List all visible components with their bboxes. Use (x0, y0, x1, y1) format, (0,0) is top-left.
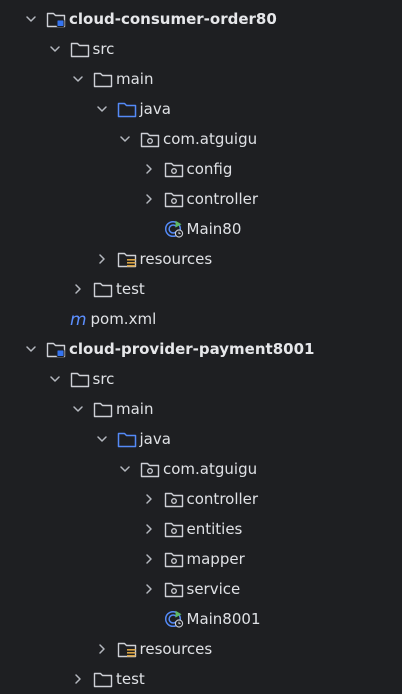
project-tree: cloud-consumer-order80 src main java com… (0, 4, 402, 694)
chevron-right-icon[interactable] (95, 252, 109, 266)
tree-node-cloud-provider-payment8001[interactable]: cloud-provider-payment8001 (0, 334, 402, 364)
chevron-down-icon[interactable] (48, 42, 62, 56)
folder-icon (93, 670, 113, 688)
tree-node-pom-xml[interactable]: m pom.xml (0, 304, 402, 334)
folder-icon (93, 70, 113, 88)
tree-node-java[interactable]: java (0, 424, 402, 454)
chevron-right-icon[interactable] (142, 582, 156, 596)
tree-node-test[interactable]: test (0, 664, 402, 694)
tree-node-label: mapper (186, 550, 245, 568)
tree-node-service[interactable]: service (0, 574, 402, 604)
tree-node-label: controller (186, 190, 259, 208)
tree-node-label: cloud-provider-payment8001 (69, 340, 315, 358)
tree-node-label: pom.xml (90, 310, 157, 328)
resources-folder-icon (117, 640, 137, 658)
tree-node-label: src (92, 40, 115, 58)
package-icon (164, 550, 184, 568)
tree-node-label: config (186, 160, 233, 178)
package-icon (164, 160, 184, 178)
tree-node-label: src (92, 370, 115, 388)
tree-node-config[interactable]: config (0, 154, 402, 184)
chevron-right-icon[interactable] (142, 192, 156, 206)
tree-node-com-atguigu[interactable]: com.atguigu (0, 454, 402, 484)
tree-node-java[interactable]: java (0, 94, 402, 124)
tree-node-resources[interactable]: resources (0, 634, 402, 664)
chevron-right-icon[interactable] (142, 552, 156, 566)
module-folder-icon (46, 10, 66, 28)
tree-node-resources[interactable]: resources (0, 244, 402, 274)
spring-boot-class-icon (164, 220, 184, 238)
chevron-right-icon[interactable] (71, 672, 85, 686)
tree-node-label: Main8001 (186, 610, 261, 628)
package-icon (140, 460, 160, 478)
maven-pom-icon: m (70, 310, 90, 330)
folder-icon (93, 280, 113, 298)
tree-node-label: resources (139, 640, 213, 658)
package-icon (164, 190, 184, 208)
resources-folder-icon (117, 250, 137, 268)
tree-node-label: main (116, 400, 154, 418)
chevron-down-icon[interactable] (71, 402, 85, 416)
tree-node-label: java (139, 100, 171, 118)
chevron-down-icon[interactable] (95, 432, 109, 446)
chevron-down-icon[interactable] (48, 372, 62, 386)
package-icon (164, 580, 184, 598)
svg-text:m: m (70, 310, 87, 328)
source-folder-icon (117, 430, 137, 448)
package-icon (164, 490, 184, 508)
chevron-down-icon[interactable] (24, 12, 38, 26)
tree-node-src[interactable]: src (0, 364, 402, 394)
tree-node-label: com.atguigu (163, 460, 258, 478)
tree-node-label: java (139, 430, 171, 448)
tree-node-label: test (116, 280, 145, 298)
tree-node-label: cloud-consumer-order80 (69, 10, 277, 28)
tree-node-mapper[interactable]: mapper (0, 544, 402, 574)
spring-boot-class-icon (164, 610, 184, 628)
tree-node-label: service (186, 580, 241, 598)
chevron-right-icon[interactable] (71, 282, 85, 296)
tree-node-label: test (116, 670, 145, 688)
tree-node-main[interactable]: main (0, 64, 402, 94)
tree-node-main80[interactable]: Main80 (0, 214, 402, 244)
chevron-down-icon[interactable] (118, 462, 132, 476)
package-icon (164, 520, 184, 538)
tree-node-test[interactable]: test (0, 274, 402, 304)
tree-node-label: resources (139, 250, 213, 268)
chevron-right-icon[interactable] (95, 642, 109, 656)
module-folder-icon (46, 340, 66, 358)
package-icon (140, 130, 160, 148)
tree-node-main8001[interactable]: Main8001 (0, 604, 402, 634)
chevron-right-icon[interactable] (142, 522, 156, 536)
folder-icon (93, 400, 113, 418)
tree-node-label: main (116, 70, 154, 88)
tree-node-label: controller (186, 490, 259, 508)
tree-node-controller[interactable]: controller (0, 184, 402, 214)
tree-node-main[interactable]: main (0, 394, 402, 424)
chevron-down-icon[interactable] (118, 132, 132, 146)
tree-node-controller[interactable]: controller (0, 484, 402, 514)
folder-icon (70, 370, 90, 388)
tree-node-src[interactable]: src (0, 34, 402, 64)
chevron-down-icon[interactable] (71, 72, 85, 86)
chevron-down-icon[interactable] (95, 102, 109, 116)
tree-node-cloud-consumer-order80[interactable]: cloud-consumer-order80 (0, 4, 402, 34)
chevron-right-icon[interactable] (142, 162, 156, 176)
chevron-down-icon[interactable] (24, 342, 38, 356)
tree-node-com-atguigu[interactable]: com.atguigu (0, 124, 402, 154)
source-folder-icon (117, 100, 137, 118)
tree-node-entities[interactable]: entities (0, 514, 402, 544)
chevron-right-icon[interactable] (142, 492, 156, 506)
folder-icon (70, 40, 90, 58)
tree-node-label: com.atguigu (163, 130, 258, 148)
tree-node-label: entities (186, 520, 243, 538)
tree-node-label: Main80 (186, 220, 242, 238)
